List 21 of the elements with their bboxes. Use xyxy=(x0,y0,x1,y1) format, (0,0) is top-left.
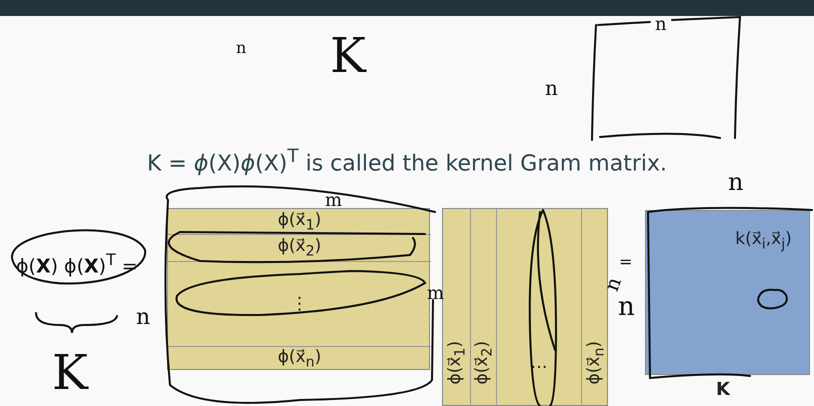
handwritten-note: m xyxy=(427,283,444,304)
matrix-row-label: ϕ(x⃗$_{1}$) xyxy=(278,210,322,234)
slide-title: K = ϕ(X)ϕ(X)$^{T}$ is called the kernel Gram matrix. xyxy=(146,146,668,176)
handwritten-note: n xyxy=(655,14,667,35)
handwritten-note: m xyxy=(325,190,342,211)
handwritten-note: n xyxy=(236,38,246,57)
matrix-row-label: ϕ(x⃗$_{n}$) xyxy=(278,347,322,371)
matrix-row-label: ϕ(x⃗$_{2}$) xyxy=(278,236,322,260)
handwritten-note: n xyxy=(618,292,635,322)
handwritten-note: n xyxy=(728,168,744,196)
handwritten-note: n xyxy=(545,76,558,100)
matrix-name: K xyxy=(716,379,730,400)
handwritten-note: K xyxy=(330,28,366,84)
matrix-entry: k(x⃗$_{i}$,x⃗$_{j}$) xyxy=(735,229,792,253)
column-matrix xyxy=(442,208,608,406)
matrix-column-label: … xyxy=(530,353,548,373)
matrix-row-label: ⋮ xyxy=(291,294,308,314)
handwritten-note: K xyxy=(52,345,88,401)
formula-text: = xyxy=(619,252,632,271)
handwritten-note: n xyxy=(136,305,150,330)
handwritten-note: n xyxy=(598,274,626,294)
